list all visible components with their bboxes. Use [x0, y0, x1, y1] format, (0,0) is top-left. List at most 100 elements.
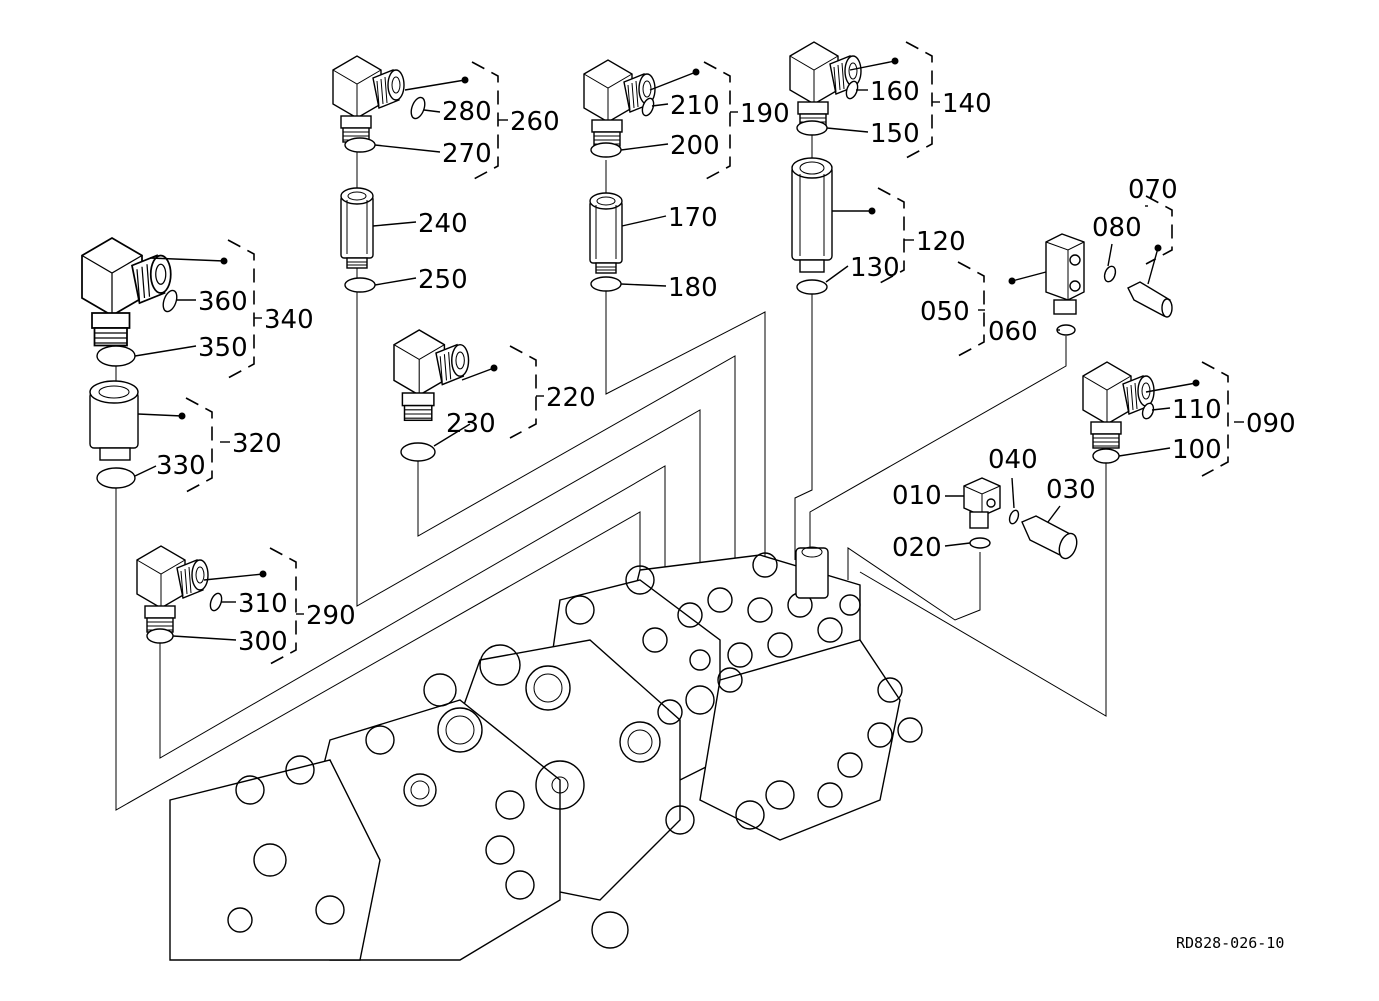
o-ring-330[interactable] — [96, 467, 136, 489]
assembly-090[interactable] — [1082, 361, 1200, 449]
callout-label-270[interactable]: 270 — [442, 139, 492, 169]
line-140-group — [794, 290, 813, 560]
leader-lines — [134, 89, 1244, 641]
part-030-pressure-switch[interactable] — [1021, 515, 1080, 561]
callout-label-260[interactable]: 260 — [510, 107, 560, 137]
leader-020 — [944, 542, 971, 547]
callout-label-170[interactable]: 170 — [668, 203, 718, 233]
leader-100 — [1118, 447, 1171, 457]
assembly-260[interactable] — [332, 55, 428, 153]
elbow-fitting-090[interactable] — [1082, 361, 1155, 449]
callout-label-140[interactable]: 140 — [942, 89, 992, 119]
o-ring-310[interactable] — [208, 592, 224, 612]
leader-200 — [620, 143, 669, 151]
callout-label-020[interactable]: 020 — [892, 533, 942, 563]
line-010-group — [847, 547, 981, 621]
assembly-340[interactable] — [81, 237, 228, 367]
callout-label-080[interactable]: 080 — [1092, 213, 1142, 243]
o-ring-160[interactable] — [844, 80, 860, 100]
assembly-190[interactable] — [583, 59, 656, 158]
o-ring-080[interactable] — [1103, 265, 1118, 283]
callout-label-010[interactable]: 010 — [892, 481, 942, 511]
callout-label-130[interactable]: 130 — [850, 253, 900, 283]
callout-dots — [404, 57, 899, 91]
o-ring-180[interactable] — [590, 276, 622, 292]
callout-label-350[interactable]: 350 — [198, 333, 248, 363]
assembly-320[interactable] — [89, 380, 186, 461]
leader-040 — [1011, 477, 1015, 509]
callout-label-320[interactable]: 320 — [232, 429, 282, 459]
assembly-lines — [115, 134, 1107, 811]
part-010-sensor-block[interactable] — [963, 477, 1001, 529]
o-ring-250[interactable] — [344, 277, 376, 293]
callout-label-040[interactable]: 040 — [988, 445, 1038, 475]
bracket-050 — [957, 261, 985, 357]
callout-label-200[interactable]: 200 — [670, 131, 720, 161]
leader-030 — [1047, 505, 1061, 523]
o-ring-230[interactable] — [400, 442, 436, 462]
bracket-290 — [269, 547, 297, 665]
leader-240 — [372, 221, 417, 227]
callout-label-220[interactable]: 220 — [546, 383, 596, 413]
callout-label-100[interactable]: 100 — [1172, 435, 1222, 465]
callout-label-230[interactable]: 230 — [446, 409, 496, 439]
callout-label-160[interactable]: 160 — [870, 77, 920, 107]
bracket-340 — [227, 239, 255, 379]
part-170[interactable] — [589, 192, 623, 274]
o-ring-280[interactable] — [409, 96, 428, 121]
leader-330 — [134, 465, 157, 477]
callout-label-050[interactable]: 050 — [920, 297, 970, 327]
callout-label-240[interactable]: 240 — [418, 209, 468, 239]
o-ring-100[interactable] — [1092, 448, 1120, 464]
elbow-fitting-290[interactable] — [136, 545, 209, 633]
callout-label-150[interactable]: 150 — [870, 119, 920, 149]
callout-label-280[interactable]: 280 — [442, 97, 492, 127]
callout-label-290[interactable]: 290 — [306, 601, 356, 631]
callout-label-090[interactable]: 090 — [1246, 409, 1296, 439]
line-190-group — [605, 290, 766, 560]
callout-label-340[interactable]: 340 — [264, 305, 314, 335]
assembly-140[interactable] — [789, 41, 862, 136]
bracket-090 — [1201, 361, 1229, 477]
assembly-220[interactable] — [393, 329, 498, 422]
leader-210 — [651, 103, 669, 107]
line-050-group — [809, 336, 1067, 548]
assembly-070[interactable] — [1127, 244, 1173, 318]
leader-270 — [374, 144, 441, 153]
o-ring-150[interactable] — [796, 120, 828, 136]
callout-labels: 280 270 260 210 200 190 160 150 140 240 250 170 180 1… — [156, 77, 1296, 657]
o-ring-270[interactable] — [344, 137, 376, 153]
callout-label-250[interactable]: 250 — [418, 265, 468, 295]
callout-label-310[interactable]: 310 — [238, 589, 288, 619]
o-ring-040[interactable] — [1008, 509, 1020, 525]
o-ring-350[interactable] — [96, 345, 136, 367]
bracket-070 — [1145, 195, 1173, 265]
elbow-fitting-260[interactable] — [332, 55, 405, 143]
callout-label-030[interactable]: 030 — [1046, 475, 1096, 505]
callout-label-070[interactable]: 070 — [1128, 175, 1178, 205]
bracket-190 — [703, 61, 731, 181]
callout-label-110[interactable]: 110 — [1172, 395, 1222, 425]
assembly-290[interactable] — [136, 545, 267, 633]
callout-label-360[interactable]: 360 — [198, 287, 248, 317]
o-ring-130[interactable] — [796, 279, 828, 295]
leader-150 — [826, 127, 869, 133]
assembly-050[interactable] — [1008, 233, 1085, 315]
o-ring-110[interactable] — [1141, 402, 1156, 420]
callout-label-060[interactable]: 060 — [988, 317, 1038, 347]
callout-label-120[interactable]: 120 — [916, 227, 966, 257]
leader-130 — [825, 265, 849, 283]
o-ring-200[interactable] — [590, 142, 622, 158]
callout-label-300[interactable]: 300 — [238, 627, 288, 657]
o-ring-360[interactable] — [161, 289, 180, 314]
assembly-120[interactable] — [791, 157, 876, 273]
callout-label-210[interactable]: 210 — [670, 91, 720, 121]
o-ring-020[interactable] — [969, 537, 991, 549]
callout-label-330[interactable]: 330 — [156, 451, 206, 481]
bracket-320 — [185, 397, 213, 493]
part-240[interactable] — [340, 187, 374, 269]
callout-label-180[interactable]: 180 — [668, 273, 718, 303]
o-ring-210[interactable] — [640, 97, 656, 117]
o-ring-300[interactable] — [146, 628, 174, 644]
callout-label-190[interactable]: 190 — [740, 99, 790, 129]
